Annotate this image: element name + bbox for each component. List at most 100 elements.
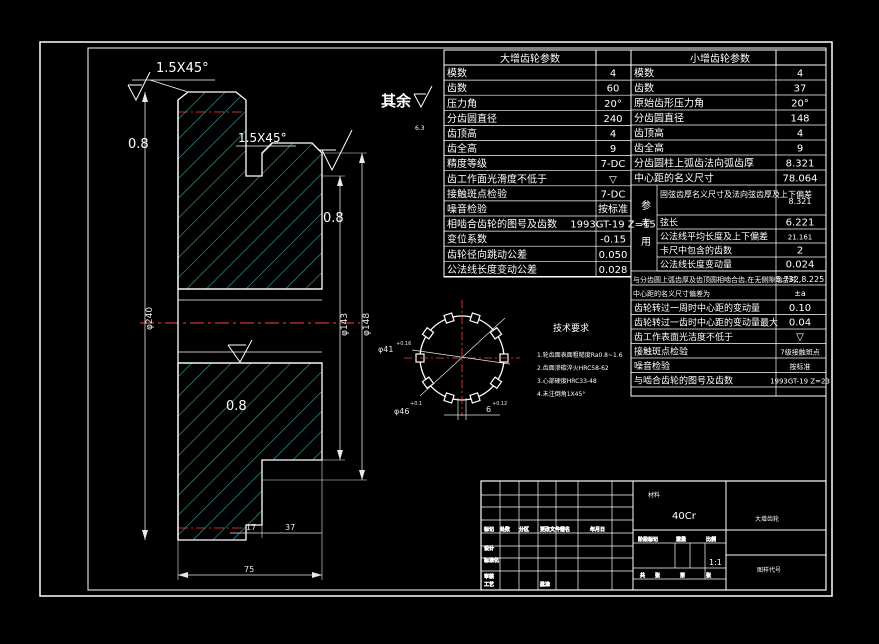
small-table-ref-label: 参 <box>641 199 651 212</box>
big-table-value: 20° <box>604 99 622 110</box>
small-table-value: ±a <box>794 289 806 298</box>
title-drawing-name: 大增齿轮 <box>755 515 779 523</box>
title-block-cell: 共 <box>640 572 645 579</box>
big-table-param: 接触斑点检验 <box>447 187 507 200</box>
small-table-value: 7级接触斑点 <box>780 348 819 357</box>
small-table-value: 148 <box>790 114 809 125</box>
spline-tooth <box>489 376 503 390</box>
gear-upper-section <box>177 91 323 290</box>
small-table-param: 齿轮转过一周时中心距的变动量 <box>634 302 760 314</box>
spline-dim-bottom-right-tol: +0.12 <box>492 401 507 407</box>
outer-frame <box>39 41 833 597</box>
small-table-param: 分齿圆直径 <box>634 112 684 125</box>
small-table-title: 小增齿轮参数 <box>690 52 750 65</box>
small-table-value: 0.10 <box>789 303 811 314</box>
big-table-title: 大增齿轮参数 <box>500 52 560 65</box>
chamfer-hub-label: 1.5X45° <box>238 131 287 145</box>
small-table-param: 齿全高 <box>634 142 664 155</box>
roughness-bore: 0.8 <box>226 399 247 414</box>
small-table-value: 8.321 <box>789 197 812 206</box>
small-table-ref-label: 考 <box>641 218 651 230</box>
roughness-hub: 0.8 <box>323 211 344 226</box>
small-table-param: 齿轮转过一齿时中心距的变动量最大 <box>634 317 778 329</box>
small-table-value: 0.04 <box>789 318 811 329</box>
spline-dim-bottom-left: φ46 <box>394 407 409 416</box>
small-table-value: 5.732,8.225 <box>776 275 824 284</box>
dim-75: 75 <box>244 565 254 574</box>
small-table-param: 齿顶高 <box>634 127 664 140</box>
big-table-value: 240 <box>603 114 622 125</box>
title-block-cell: 审核 <box>484 573 494 580</box>
big-table-param: 精度等级 <box>447 157 487 170</box>
gear-section-view: 1.5X45° 1.5X45° 0.8 0.8 0.8 其余 6.3 φ240 … <box>127 61 433 580</box>
big-table-param: 压力角 <box>447 97 477 110</box>
spline-tooth <box>421 326 435 340</box>
spline-tooth <box>469 392 481 404</box>
spline-dim-top-left-tol: +0.16 <box>396 341 411 347</box>
big-table-param: 模数 <box>447 67 467 80</box>
big-table-value: 7-DC <box>601 159 626 170</box>
spline-dim-bottom-right: 6 <box>486 405 491 414</box>
dim-hub-inner: φ143 <box>340 313 350 336</box>
dim-17: 17 <box>246 523 256 532</box>
roughness-rest-label: 其余 <box>381 92 412 110</box>
title-block-cell: 批准 <box>540 581 550 588</box>
dim-outer: φ240 <box>145 307 155 330</box>
small-table-param: 原始齿形压力角 <box>634 97 704 110</box>
title-block-cell: 设计 <box>484 545 494 552</box>
small-table-param: 公法线长度变动量 <box>660 259 732 271</box>
dim-hub-outer: φ148 <box>362 313 372 336</box>
gear-lower-section <box>177 362 323 541</box>
title-block-cell: 工艺 <box>484 582 494 588</box>
title-scale: 1:1 <box>709 558 722 567</box>
spline-view: φ41 +0.16 φ46 +0.1 6 +0.12 <box>378 300 520 420</box>
big-table-value: 4 <box>610 69 616 80</box>
title-block-cell: 第 <box>680 572 685 579</box>
title-material-label: 材料 <box>648 491 660 499</box>
big-table-param: 公法线长度变动公差 <box>447 263 537 276</box>
small-table-value: 按标准 <box>790 362 811 371</box>
small-table-param: 与啮合齿轮的图号及齿数 <box>634 375 733 387</box>
spline-dim-top-left: φ41 <box>378 345 393 354</box>
small-table-param: 分齿圆柱上弧齿法向弧齿厚 <box>634 157 754 170</box>
small-table-value: 78.064 <box>783 174 818 185</box>
spline-dim-bottom-left-tol: +0.1 <box>410 401 422 407</box>
small-table-value: 8.321 <box>786 159 815 170</box>
big-table-value: 按标准 <box>598 203 628 216</box>
big-table-param: 变位系数 <box>447 233 487 246</box>
small-table-note: 与分齿圆上弧齿厚及齿顶圆相啮合齿,在无侧隙啮合时, <box>633 275 798 284</box>
small-table-note: 中心距的名义尺寸偏差为 <box>633 289 710 298</box>
title-block-cell: 分区 <box>519 526 529 533</box>
small-table-param: 噪音检验 <box>634 360 670 372</box>
big-table-param: 齿数 <box>447 82 467 95</box>
title-material: 40Cr <box>672 511 697 522</box>
small-table-param: 弦长 <box>660 217 678 229</box>
small-table-param: 模数 <box>634 67 654 80</box>
small-table-ref-merged: 固弦齿厚名义尺寸及法向弦齿厚及上下偏差 <box>660 189 812 199</box>
small-table-value: 21.161 <box>788 234 813 242</box>
small-table-param: 齿工作表面光洁度不低于 <box>634 331 733 343</box>
small-table-value: 37 <box>794 84 807 95</box>
spline-tooth <box>469 312 481 324</box>
big-table-param: 齿工作面光滑度不低于 <box>447 172 547 185</box>
chamfer-top-label: 1.5X45° <box>156 61 209 76</box>
tech-requirements: 技术要求 1.轮齿面表面粗糙度Ra0.8~1.6 2.齿面渗碳淬火HRC58-6… <box>537 322 623 398</box>
big-table-value: ▽ <box>609 174 617 185</box>
small-table-ref-label: 用 <box>641 237 651 248</box>
title-block-cell: 重量 <box>676 536 686 543</box>
title-block-cell: 年月日 <box>590 526 605 533</box>
title-block-cell: 标记 <box>484 526 494 533</box>
title-block-cell: 处数 <box>500 526 510 533</box>
title-block: 标记处数分区更改文件号签名年月日设计标准化审核工艺批准阶段标记重量比例共张第张 … <box>480 480 827 591</box>
small-table-param: 中心距的名义尺寸 <box>634 172 714 185</box>
title-block-cell: 比例 <box>706 536 716 543</box>
big-table-value: 0.050 <box>599 250 628 261</box>
small-table-value: 6.221 <box>786 218 815 229</box>
small-table-value: 20° <box>791 99 809 110</box>
title-block-cell: 张 <box>655 572 660 579</box>
title-block-cell: 更改文件号 <box>540 526 565 533</box>
small-table-param: 公法线平均长度及上下偏差 <box>660 231 768 243</box>
small-table-value: 1993GT-19 Z=23 <box>770 378 830 386</box>
